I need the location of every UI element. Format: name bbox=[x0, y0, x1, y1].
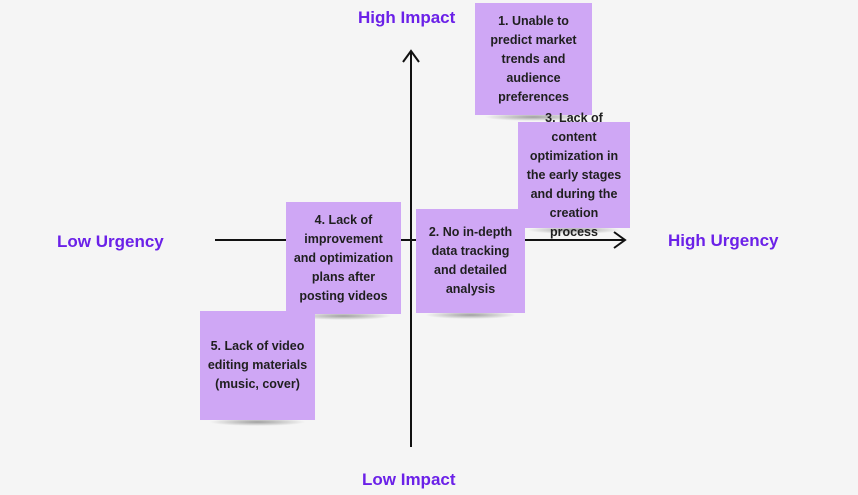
sticky-note-5: 5. Lack of video editing materials (musi… bbox=[200, 311, 315, 426]
axis-label-high-impact: High Impact bbox=[358, 8, 456, 27]
axis-label-low-impact: Low Impact bbox=[362, 470, 456, 489]
sticky-note-2: 2. No in-depth data tracking and detaile… bbox=[416, 209, 525, 319]
sticky-note-text: 4. Lack of improvement and optimization … bbox=[293, 212, 394, 303]
sticky-note-text: 5. Lack of video editing materials (musi… bbox=[207, 339, 308, 391]
sticky-note-text: 2. No in-depth data tracking and detaile… bbox=[428, 225, 513, 296]
sticky-note-4: 4. Lack of improvement and optimization … bbox=[286, 202, 401, 320]
vertical-axis-arrowhead bbox=[402, 49, 420, 63]
horizontal-axis-arrowhead bbox=[613, 231, 627, 249]
sticky-note-1: 1. Unable to predict market trends and a… bbox=[475, 3, 592, 121]
sticky-note-text: 1. Unable to predict market trends and a… bbox=[490, 13, 577, 104]
sticky-note-text: 3. Lack of content optimization in the e… bbox=[526, 110, 622, 239]
axis-label-low-urgency: Low Urgency bbox=[57, 232, 164, 251]
axis-label-high-urgency: High Urgency bbox=[668, 231, 779, 250]
sticky-note-3: 3. Lack of content optimization in the e… bbox=[518, 111, 630, 239]
